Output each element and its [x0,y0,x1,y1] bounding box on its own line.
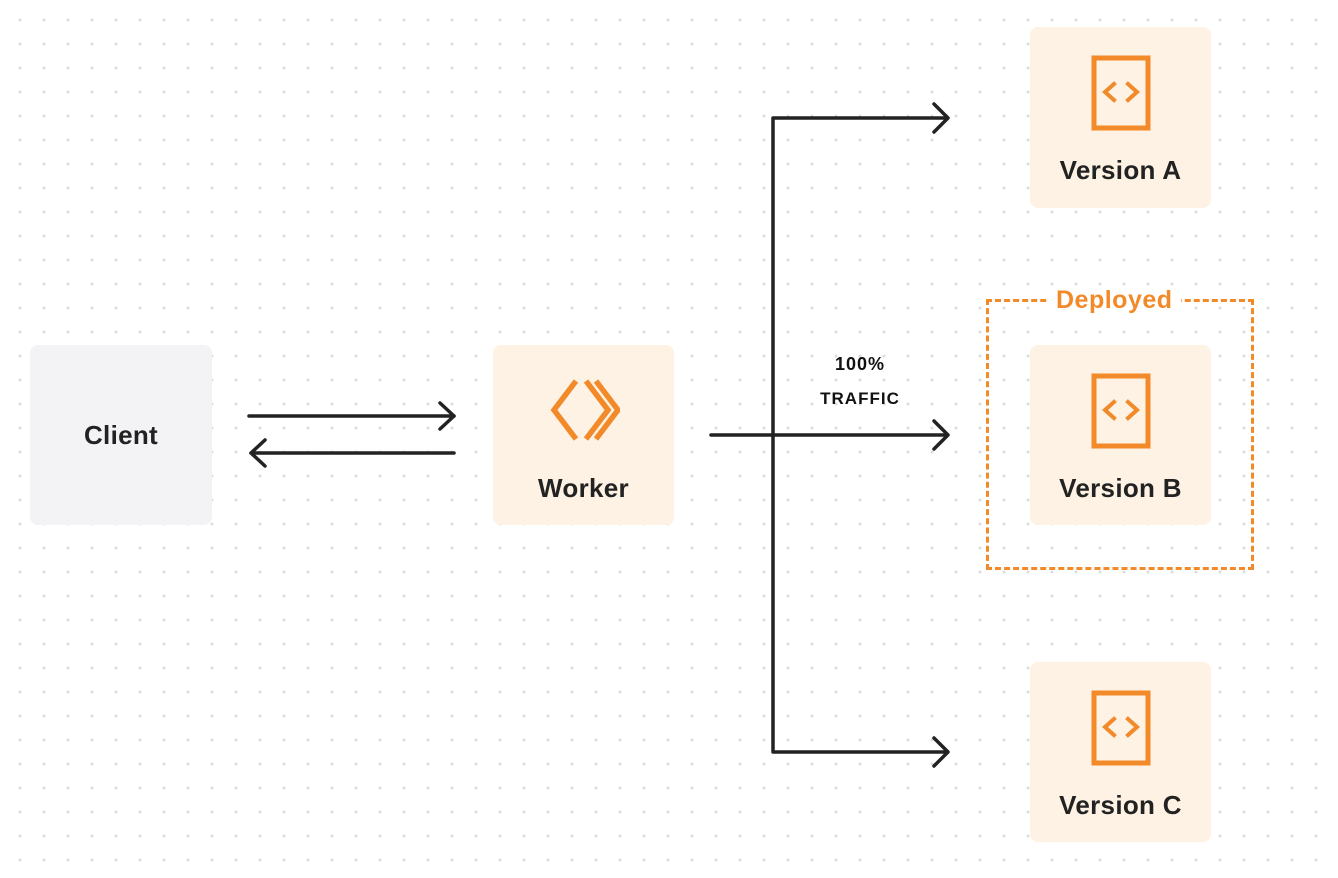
code-document-icon [1091,55,1151,131]
request-arrow [247,401,456,431]
version-b-node: Version B [1030,345,1211,525]
client-node: Client [30,345,212,525]
version-a-node: Version A [1030,27,1211,208]
workers-chevron-icon [548,375,621,445]
version-c-label: Version C [1059,790,1182,820]
worker-node: Worker [493,345,674,525]
worker-label: Worker [538,473,629,503]
version-b-label: Version B [1059,473,1182,503]
version-a-label: Version A [1059,155,1182,185]
traffic-percent: 100% [834,354,886,374]
traffic-label: TRAFFIC [820,389,900,408]
code-document-icon [1091,373,1151,449]
response-arrow [249,438,456,468]
branch-arrow-version-c [771,433,950,768]
deployed-label: Deployed [1048,286,1181,315]
branch-arrow-version-a [771,102,950,437]
version-c-node: Version C [1030,662,1211,842]
client-label: Client [83,420,159,450]
code-document-icon [1091,690,1151,766]
traffic-arrow-version-b [709,419,950,451]
